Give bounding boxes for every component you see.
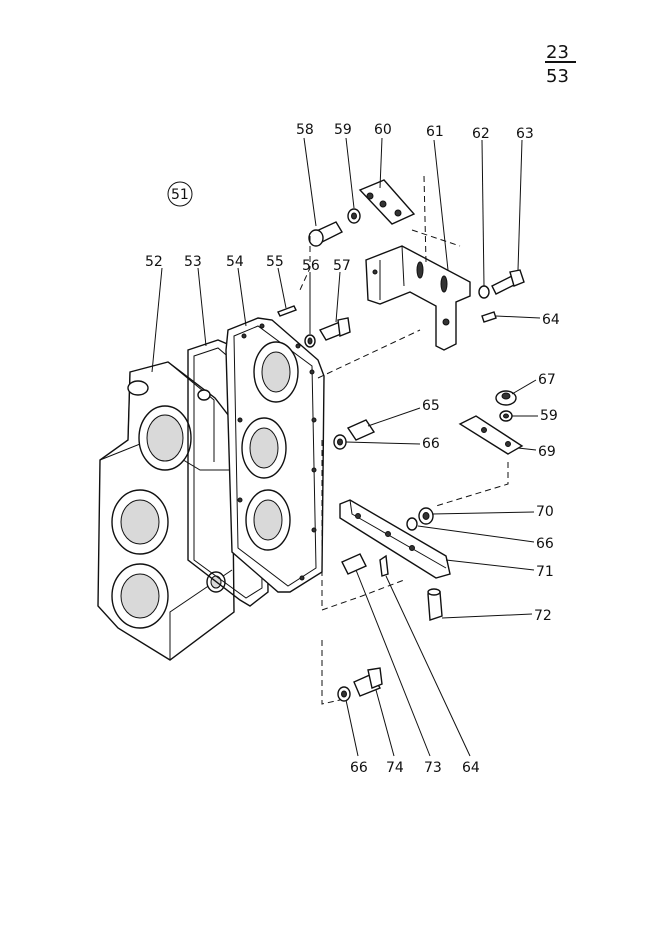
group-badge: 51 (167, 181, 193, 207)
washer-59-top (347, 208, 361, 224)
callout-55: 55 (266, 254, 284, 270)
plate-69 (458, 415, 524, 455)
bar-71 (339, 499, 451, 579)
callout-59-right: 59 (540, 408, 558, 424)
bolt-58 (308, 221, 343, 247)
callout-59-top: 59 (334, 122, 352, 138)
washer-62 (478, 285, 490, 299)
callout-61: 61 (426, 124, 444, 140)
pin-64-upper (481, 311, 497, 323)
washer-66a (333, 434, 347, 450)
pin-64-lower (379, 554, 389, 577)
callout-57: 57 (333, 258, 351, 274)
washer-66b (406, 517, 418, 531)
cover-plate (225, 317, 325, 593)
callout-52: 52 (145, 254, 163, 270)
washer-56 (304, 334, 316, 348)
gasket-outline (187, 339, 269, 607)
callout-67: 67 (538, 372, 556, 388)
callout-62: 62 (472, 126, 490, 142)
callout-72: 72 (534, 608, 552, 624)
callout-70: 70 (536, 504, 554, 520)
callout-73: 73 (424, 760, 442, 776)
bolt-63 (491, 269, 525, 295)
group-badge-label: 51 (171, 187, 189, 203)
callout-64-upper: 64 (542, 312, 560, 328)
page-number: 23 (546, 42, 569, 63)
callout-54: 54 (226, 254, 244, 270)
callout-60: 60 (374, 122, 392, 138)
washer-59-right (499, 410, 513, 422)
leader-lines (151, 137, 541, 757)
washer-66c (337, 686, 351, 702)
callout-65: 65 (422, 398, 440, 414)
group-badge-circle (167, 181, 193, 207)
stud-73 (341, 553, 367, 575)
callout-53: 53 (184, 254, 202, 270)
callout-71: 71 (536, 564, 554, 580)
plug-72 (427, 588, 443, 621)
gear-housing (97, 361, 235, 661)
page-total: 53 (546, 66, 569, 87)
callout-56: 56 (302, 258, 320, 274)
dowel-pin (277, 305, 297, 317)
housing-lug (127, 380, 149, 396)
bolt-74 (353, 667, 383, 697)
plate-60 (358, 179, 416, 225)
callout-66-a: 66 (422, 436, 440, 452)
callout-64-lower: 64 (462, 760, 480, 776)
nut-70 (418, 507, 434, 525)
fitting-65 (346, 419, 376, 441)
callout-74: 74 (386, 760, 404, 776)
callouts: 52 53 54 55 56 57 58 59 60 61 62 63 64 6… (145, 122, 560, 776)
callout-63: 63 (516, 126, 534, 142)
screw-57 (318, 317, 351, 341)
callout-66-c: 66 (350, 760, 368, 776)
callout-69: 69 (538, 444, 556, 460)
nut-67 (495, 390, 517, 406)
page-reference: 23 53 (545, 42, 576, 87)
gasket (187, 339, 269, 607)
callout-66-b: 66 (536, 536, 554, 552)
bracket-61 (365, 245, 471, 351)
callout-58: 58 (296, 122, 314, 138)
